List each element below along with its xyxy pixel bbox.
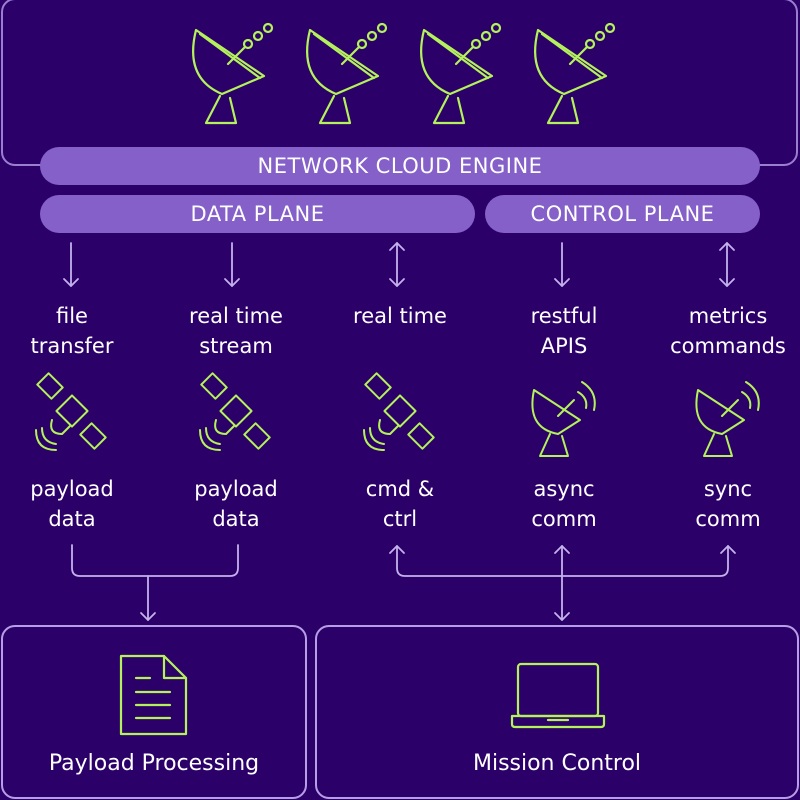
channel-label-real-time-stream: real time stream	[189, 304, 283, 358]
channel-label-restful-apis: restful APIS	[530, 304, 598, 358]
satellite-dish-icon	[420, 22, 502, 125]
channel-label-file-transfer: file transfer	[30, 304, 114, 358]
channel-label-real-time: real time	[353, 304, 447, 328]
data-plane-label: DATA PLANE	[190, 202, 325, 226]
satellite-icon	[199, 372, 271, 451]
type-label-payload-data: payload data	[194, 477, 278, 531]
type-label-cmd-ctrl: cmd & ctrl	[365, 477, 435, 531]
satellite-icon	[35, 372, 107, 451]
type-label-payload-data: payload data	[30, 477, 114, 531]
network-cloud-engine-label: NETWORK CLOUD ENGINE	[257, 154, 543, 178]
mission-control-title: Mission Control	[472, 751, 642, 776]
mission-control-box: Mission Control	[315, 625, 799, 799]
satellite-dish-icon	[192, 22, 274, 125]
network-cloud-engine-bar: NETWORK CLOUD ENGINE	[40, 147, 760, 185]
data-plane-bar: DATA PLANE	[40, 195, 475, 233]
control-plane-label: CONTROL PLANE	[530, 202, 715, 226]
satellite-icon	[363, 372, 435, 451]
laptop-icon	[510, 662, 606, 729]
payload-processing-box: Payload Processing	[1, 625, 307, 799]
dish-antenna-icon	[695, 381, 760, 457]
satellite-dish-icon	[534, 22, 616, 125]
payload-processing-title: Payload Processing	[48, 751, 260, 776]
type-label-sync-comm: sync comm	[695, 477, 761, 531]
dish-antenna-icon	[531, 381, 596, 457]
control-plane-bar: CONTROL PLANE	[485, 195, 760, 233]
channel-label-metrics-commands: metrics commands	[670, 304, 786, 358]
document-icon	[119, 654, 188, 736]
satellite-dish-icon	[306, 22, 388, 125]
type-label-async-comm: async comm	[531, 477, 597, 531]
